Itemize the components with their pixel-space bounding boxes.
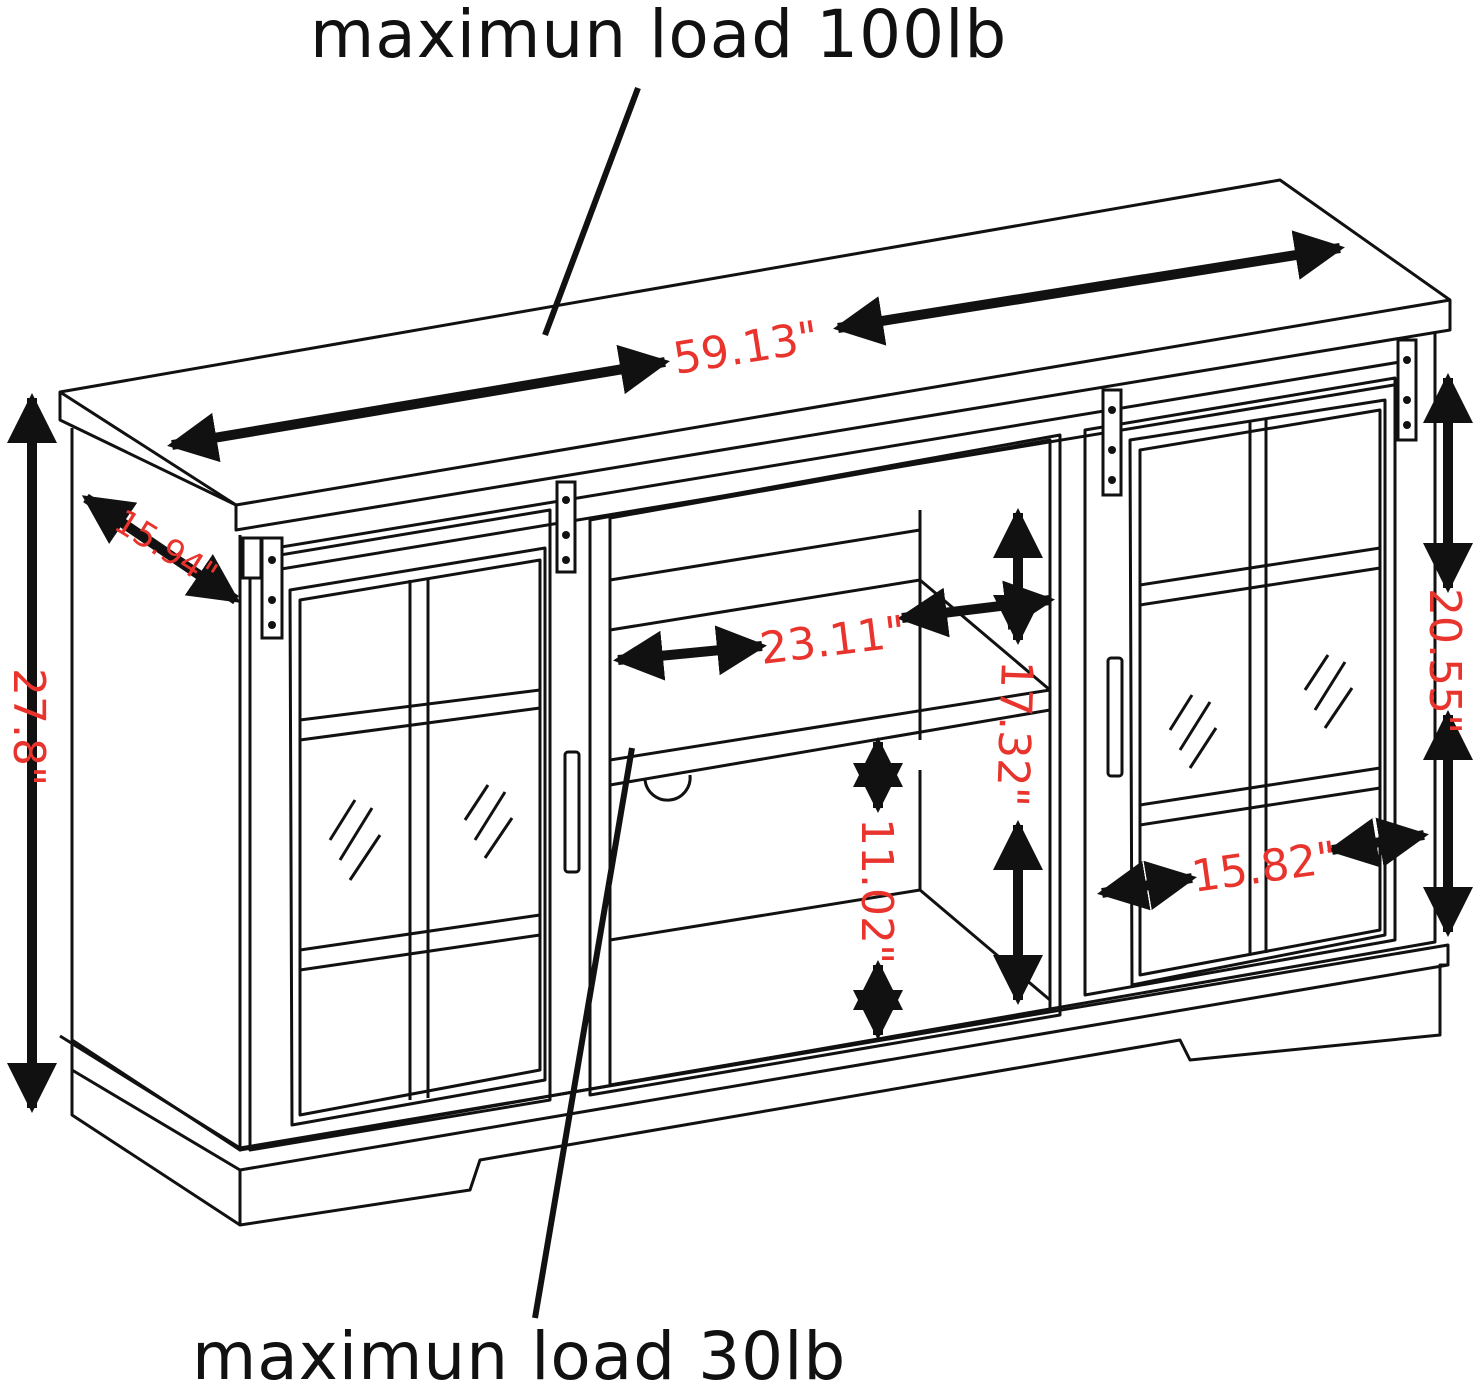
left-handle bbox=[563, 750, 581, 874]
dimension-arrows bbox=[7, 230, 1473, 1113]
right-handle bbox=[1106, 656, 1124, 778]
cabinet-outline bbox=[58, 178, 1452, 1227]
top-load-label: maximun load 100lb bbox=[310, 0, 1008, 73]
right-door bbox=[1083, 376, 1397, 997]
shelf-load-label: maximun load 30lb bbox=[192, 1318, 847, 1395]
center-height-dimension: 17.32" bbox=[986, 660, 1042, 808]
total-height-dimension: 27.8" bbox=[3, 668, 54, 786]
shelf-width-dimension: 23.11" bbox=[757, 606, 908, 674]
hardware-bolts bbox=[268, 356, 1411, 629]
door-width-dimension: 15.82" bbox=[1188, 832, 1340, 903]
top-board bbox=[58, 178, 1452, 532]
left-door bbox=[248, 508, 552, 1152]
barn-hardware bbox=[241, 338, 1418, 640]
depth-dimension: 15.94" bbox=[107, 502, 224, 596]
base-plinth bbox=[59, 943, 1450, 1227]
center-frame bbox=[588, 433, 1062, 1097]
door-height-dimension: 20.55" bbox=[1419, 588, 1470, 734]
leader-lines bbox=[532, 86, 641, 1319]
lower-height-dimension: 11.02" bbox=[851, 818, 902, 964]
width-dimension: 59.13" bbox=[670, 312, 822, 385]
